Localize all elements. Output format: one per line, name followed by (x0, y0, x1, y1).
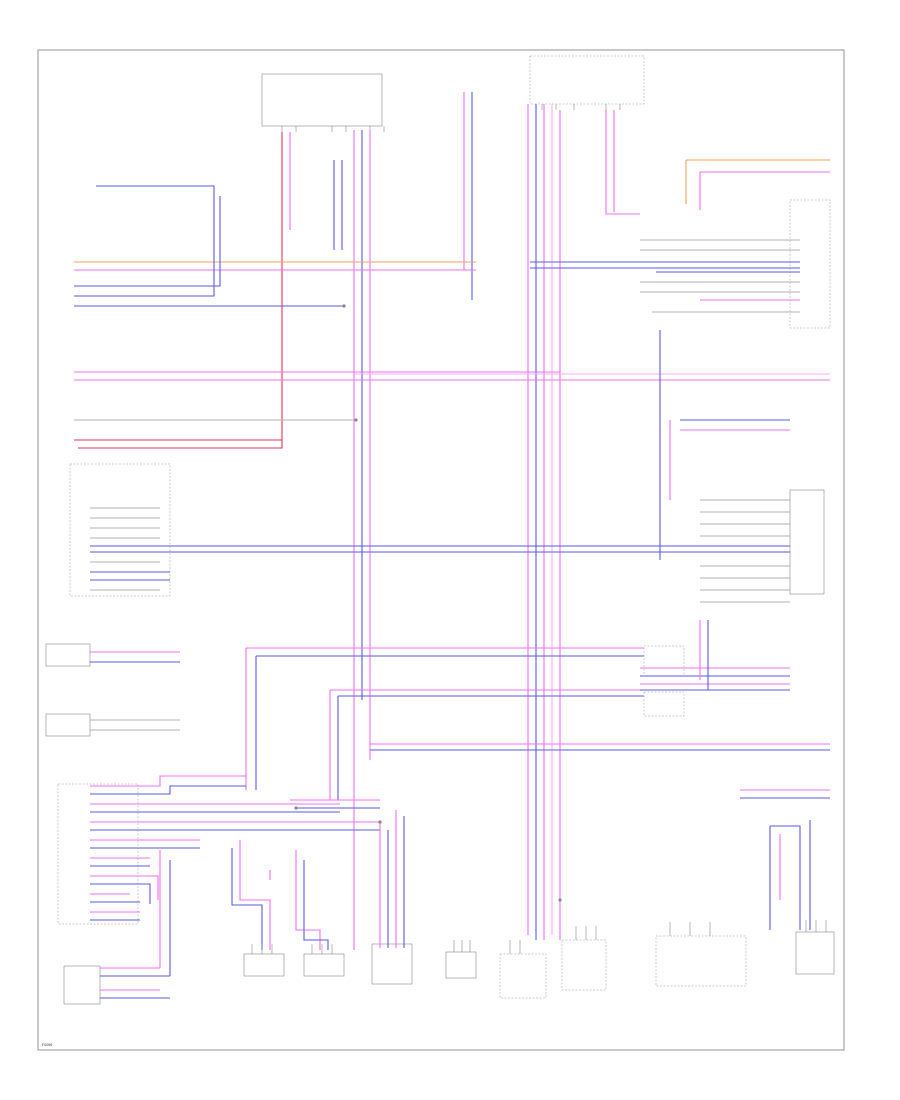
top-right-module-box (529, 55, 645, 105)
left-switch-box (45, 643, 91, 667)
right-upper-module-box (789, 199, 831, 329)
left-harness-box (69, 463, 171, 597)
right-lower-connector-box (643, 645, 685, 677)
diagram-frame (37, 49, 845, 1051)
left-seat-module-box (57, 783, 139, 925)
seat-module-wires (90, 775, 405, 999)
left-switch-box-2 (45, 713, 91, 737)
middle-horizontal-wires (90, 330, 790, 603)
vertical-trunk-wires (78, 92, 640, 950)
bottom-component-7 (655, 935, 747, 987)
splice-symbols (294, 304, 562, 902)
bottom-component-2 (303, 953, 345, 977)
bottom-component-5 (499, 953, 547, 999)
left-bottom-module-box (63, 965, 101, 1005)
bottom-component-4 (445, 951, 477, 979)
lower-horizontal-wires (90, 620, 830, 800)
bottom-right-wires (559, 789, 830, 940)
bottom-component-8 (795, 931, 835, 975)
right-lower-connector-box-2 (643, 691, 685, 717)
bottom-connector-pins (251, 920, 827, 954)
bottom-component-3 (371, 943, 413, 985)
upper-horizontal-wires (74, 159, 830, 441)
footer-code: F0096 (42, 1043, 52, 1047)
top-left-module-box (261, 73, 383, 127)
bottom-component-1 (243, 953, 285, 977)
top-connector-ticks (281, 104, 621, 132)
bottom-component-6 (561, 939, 607, 991)
right-middle-module-box (789, 489, 825, 595)
